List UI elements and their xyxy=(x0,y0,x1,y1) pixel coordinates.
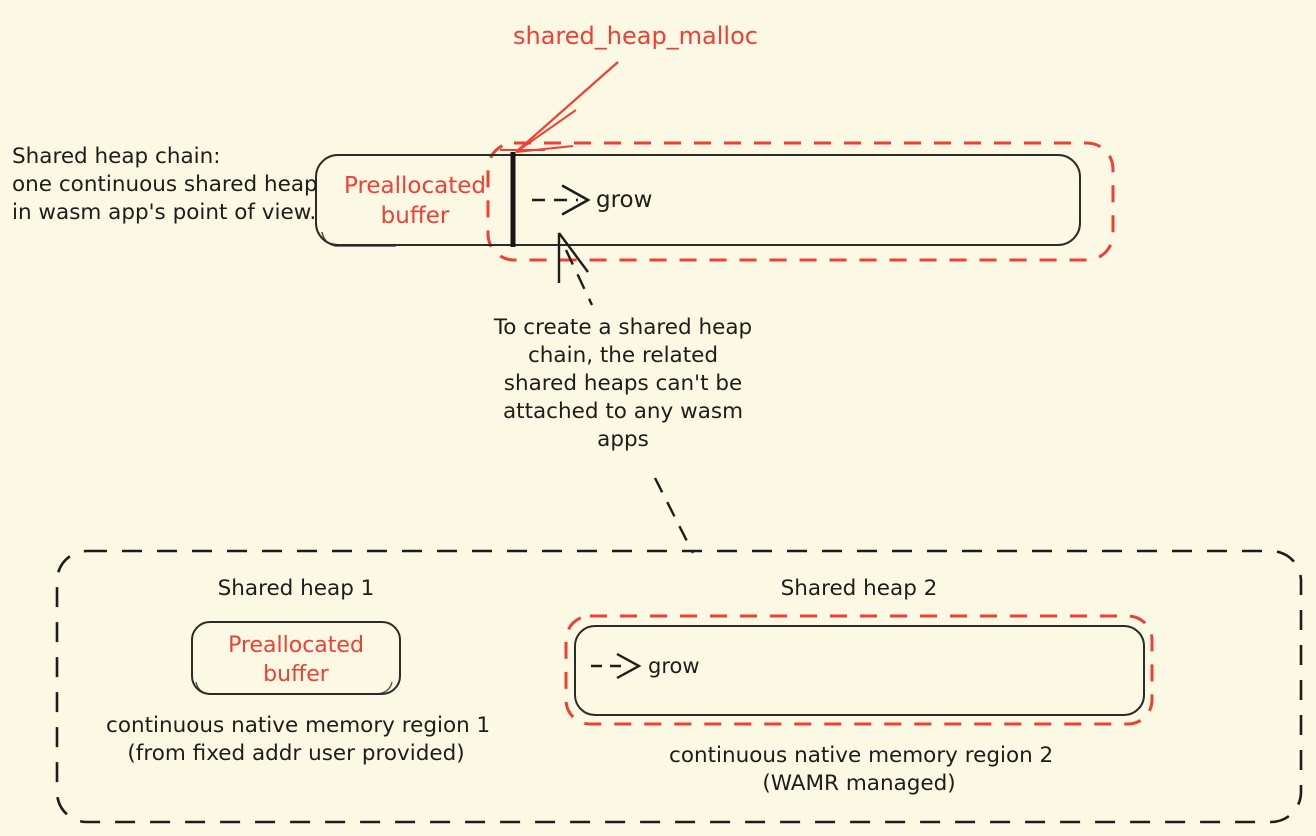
heap1-caption: continuous native memory region 1 (from … xyxy=(106,712,491,768)
middle-note-line-2: chain, the related xyxy=(527,342,719,368)
bottom-container-leader xyxy=(653,477,695,554)
middle-note-arrowhead xyxy=(557,232,589,283)
top-bar-sketch-accent xyxy=(321,231,396,247)
left-caption: Shared heap chain: one continuous shared… xyxy=(12,143,318,227)
heap1-buffer-line-2: buffer xyxy=(263,661,329,687)
heap1-title: Shared heap 1 xyxy=(217,576,375,601)
middle-note: To create a shared heap chain, the relat… xyxy=(478,314,768,454)
middle-note-line-3: shared heaps can't be xyxy=(503,370,743,396)
top-preallocated-buffer-label: Preallocated buffer xyxy=(336,172,494,232)
middle-note-line-4: attached to any wasm xyxy=(502,398,744,424)
heap2-caption-line-2: (WAMR managed) xyxy=(762,770,956,796)
top-preallocated-buffer-line-1: Preallocated xyxy=(343,173,487,199)
middle-note-line-1: To create a shared heap xyxy=(493,315,753,340)
heap2-caption-line-1: continuous native memory region 2 xyxy=(669,743,1054,768)
top-preallocated-buffer-line-2: buffer xyxy=(380,202,450,229)
shared-heap-malloc-leader xyxy=(515,61,619,153)
left-caption-line-1: Shared heap chain: xyxy=(12,144,221,169)
top-grow-arrow-icon xyxy=(532,184,591,216)
top-red-dashed-region xyxy=(486,141,1115,262)
shared-heap-malloc-label: shared_heap_malloc xyxy=(513,22,758,50)
middle-note-leader xyxy=(564,249,594,306)
middle-note-line-5: apps xyxy=(597,426,649,452)
bottom-outer-dashed-container xyxy=(55,549,1303,824)
left-caption-line-3: in wasm app's point of view. xyxy=(12,199,317,225)
top-shared-heap-bar xyxy=(315,154,1081,246)
heap2-red-dashed-region xyxy=(564,614,1154,726)
heap2-title: Shared heap 2 xyxy=(780,576,938,601)
heap1-buffer-line-1: Preallocated xyxy=(228,633,364,658)
heap1-caption-line-1: continuous native memory region 1 xyxy=(106,713,491,738)
heap1-caption-line-2: (from fixed addr user provided) xyxy=(127,740,465,766)
heap2-grow-arrow-icon xyxy=(591,652,642,680)
heap1-preallocated-buffer-label: Preallocated buffer xyxy=(196,632,396,689)
heap2-grow-label: grow xyxy=(648,654,700,678)
heap1-box-sketch-accent xyxy=(195,681,393,695)
heap2-caption: continuous native memory region 2 (WAMR … xyxy=(669,742,1054,798)
left-caption-line-2: one continuous shared heap xyxy=(12,171,318,197)
shared-heap-malloc-arrowhead xyxy=(515,109,577,153)
heap2-memory-region-box xyxy=(574,625,1145,716)
top-grow-label: grow xyxy=(596,187,653,213)
